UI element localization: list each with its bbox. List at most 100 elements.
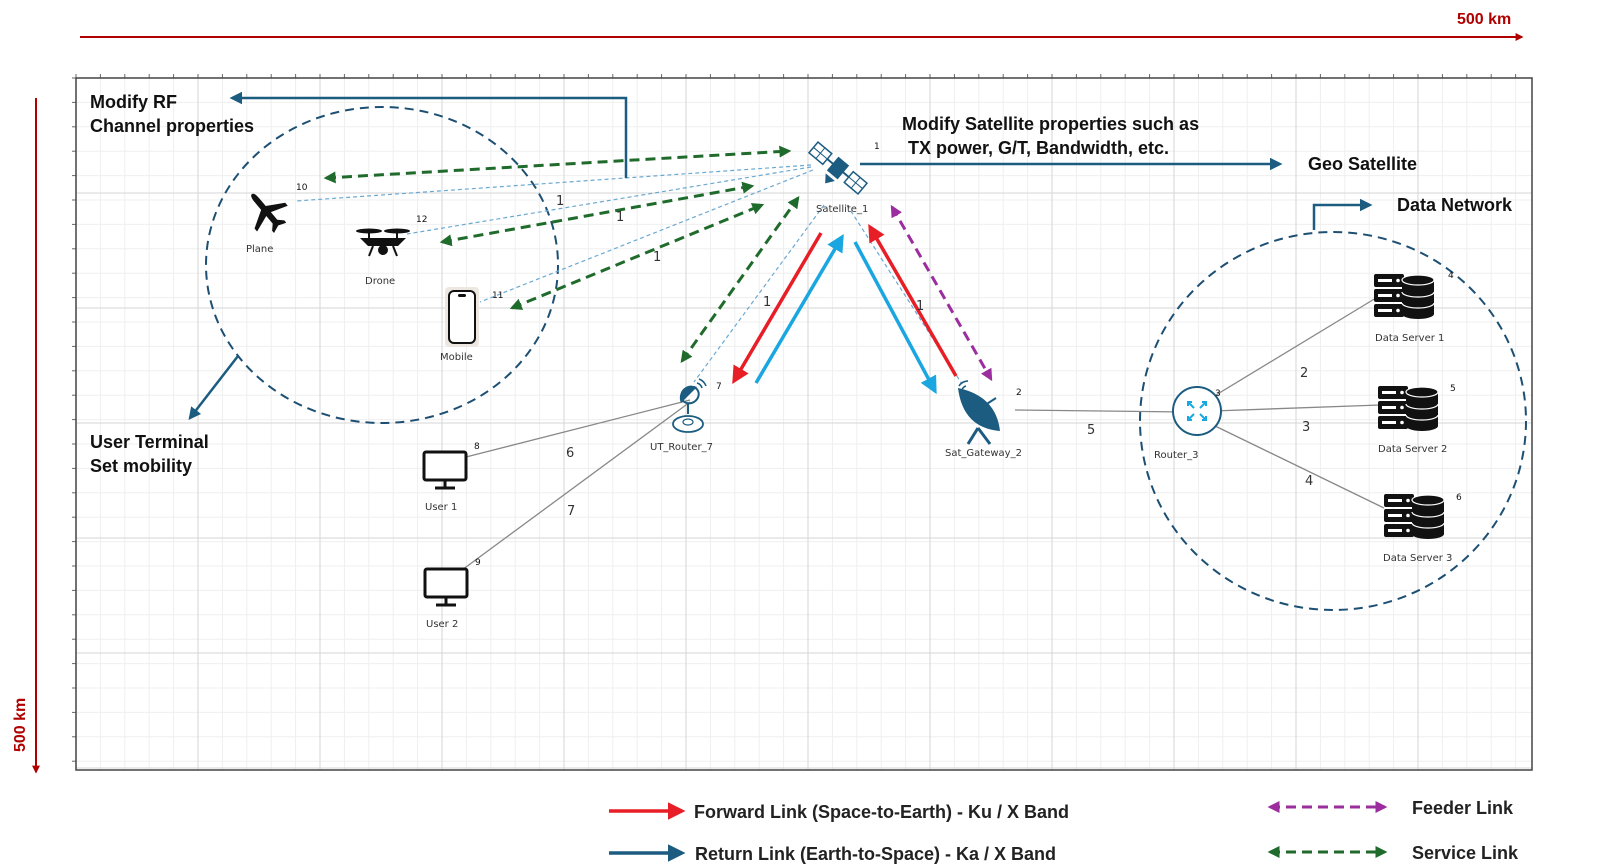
- service-link-drone: [439, 181, 755, 247]
- link-label-drone-sat: 1: [616, 210, 624, 225]
- server3-label: Data Server 3: [1383, 553, 1452, 564]
- forward-link-gateway: [868, 223, 958, 377]
- mobile-node[interactable]: Mobile 11: [440, 287, 503, 363]
- horizontal-scale: 500 km: [80, 11, 1524, 41]
- canvas-border: [75, 77, 1533, 771]
- modify-satellite-subtitle: TX power, G/T, Bandwidth, etc.: [908, 138, 1169, 158]
- satellite-node[interactable]: Satellite_1 1: [801, 141, 880, 215]
- link-label-plane-sat: 1: [556, 194, 564, 209]
- ut-router-id: 7: [716, 382, 722, 392]
- vertical-scale-label: 500 km: [12, 698, 29, 752]
- server3-node[interactable]: Data Server 3 6: [1383, 493, 1462, 564]
- link-label-ut-user1: 6: [566, 446, 574, 461]
- gateway-node[interactable]: Sat_Gateway_2 2: [945, 380, 1022, 459]
- user2-label: User 2: [426, 619, 458, 630]
- server1-id: 4: [1448, 271, 1454, 281]
- server3-id: 6: [1456, 493, 1462, 503]
- ut-router-node[interactable]: UT_Router_7 7: [650, 378, 722, 453]
- link-router-server3: [1210, 423, 1385, 509]
- link-label-gw-router: 5: [1087, 423, 1095, 438]
- legend-return-label: Return Link (Earth-to-Space) - Ka / X Ba…: [695, 844, 1056, 864]
- user1-id: 8: [474, 442, 480, 452]
- gateway-label: Sat_Gateway_2: [945, 448, 1022, 459]
- server1-node[interactable]: Data Server 1 4: [1374, 271, 1454, 344]
- modify-rf-subtitle: Channel properties: [90, 116, 254, 136]
- data-network-label: Data Network: [1397, 195, 1513, 215]
- link-ut-user2: [461, 401, 691, 571]
- mobile-id: 11: [492, 291, 503, 301]
- data-network-arrow: [1312, 198, 1373, 230]
- link-label-router-s2: 3: [1302, 420, 1310, 435]
- link-label-router-s3: 4: [1305, 474, 1313, 489]
- link-label-gw-sat: 1: [916, 299, 924, 314]
- vsat-router-icon: [672, 378, 707, 433]
- monitor-icon: [423, 567, 469, 607]
- legend-forward-label: Forward Link (Space-to-Earth) - Ku / X B…: [694, 802, 1069, 822]
- satellite-dish-icon: [958, 380, 1000, 445]
- link-gw-router: [1014, 409, 1185, 413]
- user1-label: User 1: [425, 502, 457, 513]
- legend-feeder: Feeder Link: [1267, 798, 1514, 818]
- link-label-ut-sat: 1: [763, 295, 771, 310]
- router-id: 3: [1215, 389, 1221, 399]
- forward-link-ut: [732, 232, 823, 385]
- service-link-plane: [323, 145, 792, 184]
- server2-node[interactable]: Data Server 2 5: [1378, 384, 1456, 455]
- ut-router-label: UT_Router_7: [650, 442, 713, 453]
- user-terminal-arrow: [188, 355, 239, 420]
- vertical-scale: 500 km: [12, 98, 40, 774]
- rf-link-mobile: [479, 169, 814, 303]
- modify-rf-title: Modify RF: [90, 92, 177, 112]
- user-terminal-subtitle: Set mobility: [90, 456, 192, 476]
- server-icon: [1374, 274, 1435, 319]
- service-links: [323, 145, 800, 363]
- geo-satellite-label: Geo Satellite: [1308, 154, 1417, 174]
- plane-icon: [251, 193, 288, 233]
- feeder-link: [890, 204, 993, 382]
- grid-canvas: [72, 74, 1532, 770]
- drone-id: 12: [416, 215, 427, 225]
- satellite-id: 1: [874, 142, 880, 152]
- legend-return: Return Link (Earth-to-Space) - Ka / X Ba…: [609, 844, 1056, 864]
- modify-satellite-title: Modify Satellite properties such as: [902, 114, 1199, 134]
- annotation-arrows: [188, 91, 1373, 420]
- service-link-ut: [680, 196, 800, 363]
- user2-node[interactable]: User 2 9: [423, 558, 481, 630]
- gateway-id: 2: [1016, 388, 1022, 398]
- link-label-mobile-sat: 1: [653, 250, 661, 265]
- wired-links: [461, 297, 1385, 571]
- return-link-gateway: [853, 241, 937, 395]
- server-icon: [1384, 494, 1445, 539]
- drone-node[interactable]: Drone 12: [356, 215, 427, 287]
- plane-id: 10: [296, 183, 308, 193]
- legend-service-label: Service Link: [1412, 843, 1519, 863]
- link-ut-user1: [465, 399, 691, 458]
- legend: Forward Link (Space-to-Earth) - Ku / X B…: [609, 798, 1519, 864]
- satellite-icon: [807, 141, 869, 195]
- monitor-icon: [422, 450, 468, 490]
- router-label: Router_3: [1154, 450, 1199, 461]
- plane-node[interactable]: Plane 10: [237, 181, 308, 255]
- legend-forward: Forward Link (Space-to-Earth) - Ku / X B…: [609, 802, 1069, 822]
- mobile-label: Mobile: [440, 352, 473, 363]
- drone-icon: [356, 228, 410, 257]
- legend-feeder-label: Feeder Link: [1412, 798, 1514, 818]
- user2-id: 9: [475, 558, 481, 568]
- horizontal-scale-label: 500 km: [1457, 11, 1511, 28]
- rf-properties-arrow: [229, 91, 628, 178]
- link-router-server1: [1210, 297, 1377, 399]
- drone-label: Drone: [365, 276, 395, 287]
- plane-label: Plane: [246, 244, 273, 255]
- link-router-server2: [1212, 404, 1381, 412]
- router-icon: [1172, 386, 1222, 436]
- link-label-router-s1: 2: [1300, 366, 1308, 381]
- link-label-ut-user2: 7: [567, 504, 575, 519]
- server2-id: 5: [1450, 384, 1456, 394]
- router-node[interactable]: Router_3 3: [1154, 386, 1222, 461]
- user1-node[interactable]: User 1 8: [422, 442, 480, 513]
- data-network-zone: [1139, 231, 1527, 611]
- server1-label: Data Server 1: [1375, 333, 1444, 344]
- satellite-label: Satellite_1: [816, 204, 868, 215]
- mobile-icon: [445, 287, 479, 347]
